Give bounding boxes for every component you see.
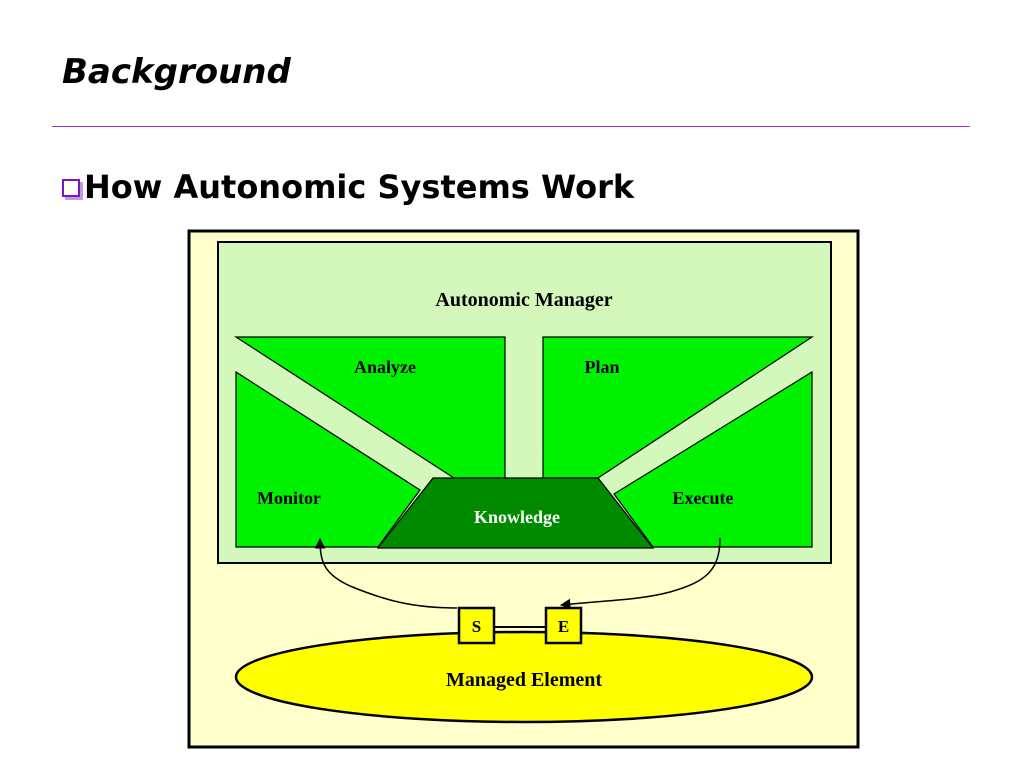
effector-label: E [558,617,569,636]
bullet-item: How Autonomic Systems Work [62,168,634,206]
knowledge-label: Knowledge [474,507,560,527]
sensor-to-monitor-arrow [314,537,458,609]
knowledge-region [376,477,655,549]
monitor-label: Monitor [257,488,321,508]
slide-title: Background [62,52,291,92]
analyze-label: Analyze [354,357,416,377]
execute-to-effector-arrow [559,537,721,610]
title-divider [52,126,970,127]
monitor-region [235,370,421,548]
sensor-label: S [472,617,481,636]
sensor-box [457,606,496,645]
plan-label: Plan [584,357,619,377]
managed-element-label: Managed Element [446,669,602,691]
effector-box [544,606,583,645]
checkbox-bullet-icon [62,179,80,197]
bullet-text: How Autonomic Systems Work [84,168,635,206]
autonomic-manager-label: Autonomic Manager [435,289,612,311]
execute-label: Execute [673,488,734,508]
managed-element-ellipse [234,630,814,724]
execute-region [613,370,813,548]
